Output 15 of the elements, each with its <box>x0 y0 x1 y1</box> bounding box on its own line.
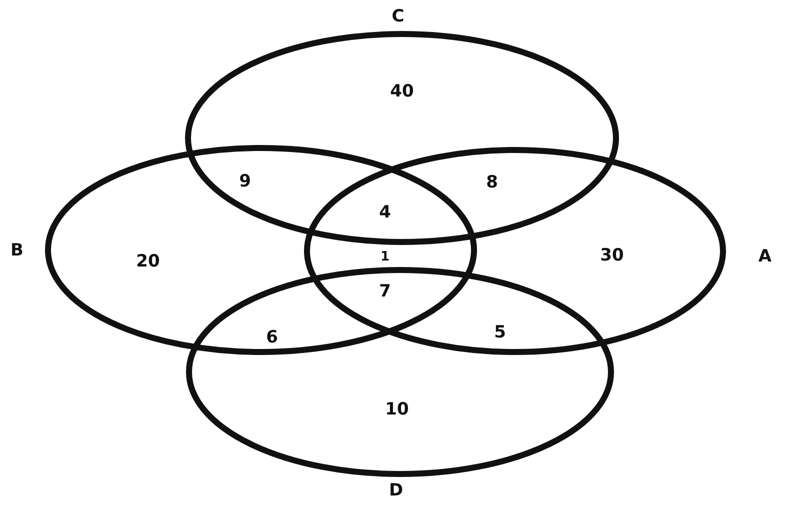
region-count: 5 <box>494 324 506 342</box>
region-count: 4 <box>379 204 391 222</box>
region-count: 30 <box>600 248 624 264</box>
set-label: C <box>392 8 404 26</box>
region-count: 6 <box>266 330 278 346</box>
region-count: 8 <box>486 174 498 192</box>
region-count: 7 <box>379 284 391 300</box>
set-label: D <box>388 482 404 500</box>
region-count: 1 <box>380 250 390 264</box>
region-count: 20 <box>136 254 160 270</box>
set-label: A <box>758 248 772 266</box>
region-count: 10 <box>385 402 409 418</box>
region-count: 9 <box>239 174 251 190</box>
set-label: B <box>10 242 24 260</box>
region-count: 40 <box>390 84 414 100</box>
